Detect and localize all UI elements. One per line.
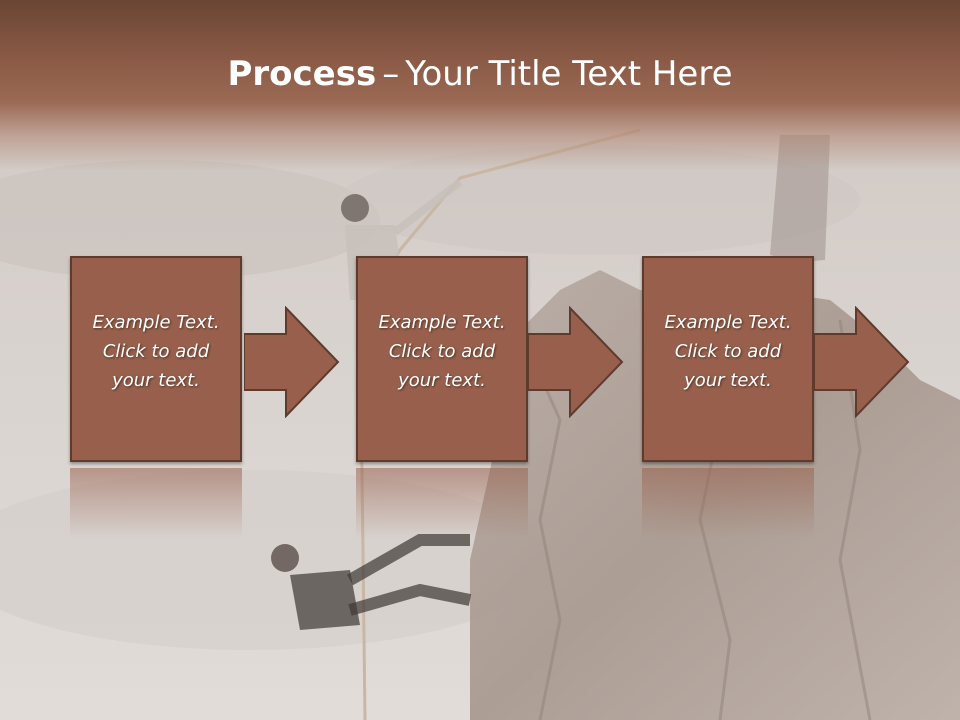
- step-box: [356, 256, 528, 462]
- step-reflection: [356, 468, 528, 538]
- right-arrow-icon: [244, 306, 340, 418]
- step-box: [642, 256, 814, 462]
- step-text-line: Click to add: [102, 341, 210, 362]
- right-arrow-icon: [528, 306, 624, 418]
- title-separator: –: [382, 54, 400, 94]
- right-arrow-icon: [814, 306, 910, 418]
- step-text-line: your text.: [112, 370, 200, 391]
- process-step-1[interactable]: Example Text. Click to add your text.: [70, 256, 246, 466]
- process-step-2[interactable]: Example Text. Click to add your text.: [356, 256, 532, 466]
- title-rest-part: Your Title Text Here: [405, 54, 733, 94]
- step-text-line: Example Text.: [92, 312, 220, 333]
- process-step-3[interactable]: Example Text. Click to add your text.: [642, 256, 818, 466]
- step-reflection: [642, 468, 814, 538]
- step-text-line: Example Text.: [378, 312, 506, 333]
- step-text-line: Click to add: [674, 341, 782, 362]
- step-text-line: Click to add: [388, 341, 496, 362]
- step-box: [70, 256, 242, 462]
- step-reflection: [70, 468, 242, 538]
- step-text[interactable]: Example Text. Click to add your text.: [364, 308, 520, 395]
- title-band: [0, 0, 960, 170]
- step-text-line: your text.: [684, 370, 772, 391]
- step-text[interactable]: Example Text. Click to add your text.: [78, 308, 234, 395]
- slide-title[interactable]: Process–Your Title Text Here: [0, 52, 960, 96]
- title-bold-part: Process: [227, 54, 377, 94]
- step-text-line: Example Text.: [664, 312, 792, 333]
- step-text-line: your text.: [398, 370, 486, 391]
- step-text[interactable]: Example Text. Click to add your text.: [650, 308, 806, 395]
